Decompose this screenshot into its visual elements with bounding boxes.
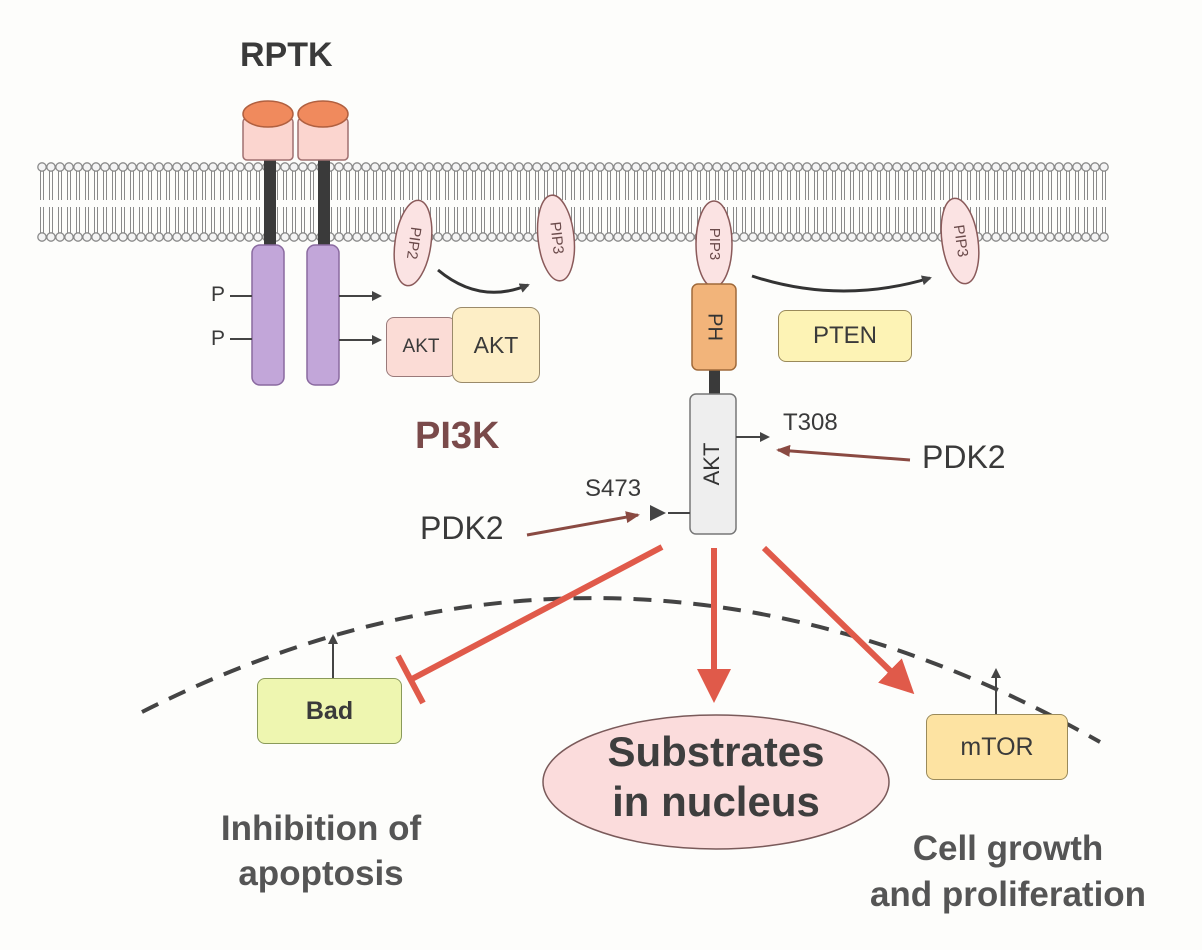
apoptosis-line-2: apoptosis: [238, 854, 404, 893]
pi3k-label: PI3K: [415, 415, 500, 457]
pi3k-subunit-regulatory: AKT: [386, 317, 456, 377]
pdk2-label-left: PDK2: [420, 510, 504, 546]
pip-label-4: PIP3: [950, 224, 971, 259]
pip-ellipse-4: [940, 197, 980, 285]
substrates-line-2: in nucleus: [612, 778, 820, 825]
substrates-line-1: Substrates: [607, 728, 825, 775]
apoptosis-line-1: Inhibition of: [220, 809, 422, 848]
akt-assembly: PH AKT: [650, 283, 770, 535]
pdk2-arrow-right: [776, 444, 911, 462]
apoptosis-outcome: Inhibition of apoptosis: [196, 806, 446, 896]
pdk2-label-right: PDK2: [922, 439, 1006, 475]
mtor-box: mTOR: [926, 714, 1068, 780]
pip-label-1: PIP2: [403, 226, 424, 261]
growth-outcome: Cell growth and proliferation: [848, 826, 1168, 918]
pdk2-arrow-left: [526, 511, 640, 537]
ph-domain-label: PH: [704, 313, 726, 341]
bad-box: Bad: [257, 678, 402, 744]
pip-label-2: PIP3: [546, 221, 566, 255]
nuclear-envelope: [141, 596, 1101, 744]
phospho-label-2: P: [211, 327, 226, 350]
inhibition-line-bad: [408, 544, 664, 683]
pip-group: PIP2 PIP3 PIP3 PIP3: [393, 194, 980, 288]
pip-conversion-arrow-2: [751, 274, 932, 293]
pip-conversion-arrow-1: [437, 268, 530, 294]
growth-line-1: Cell growth: [912, 829, 1104, 868]
pi3k-subunit-catalytic: AKT: [452, 307, 540, 383]
phospho-label-1: P: [211, 283, 226, 306]
akt-protein-label: AKT: [699, 443, 724, 486]
s473-site-label: S473: [585, 475, 642, 502]
substrates-label: Substrates in nucleus: [543, 727, 889, 827]
pten-box: PTEN: [778, 310, 912, 362]
rptk-title: RPTK: [240, 36, 333, 74]
pip-ellipse-2: [536, 194, 576, 282]
t308-site-label: T308: [783, 409, 838, 436]
pip-label-3: PIP3: [706, 228, 723, 261]
pip-ellipse-1: [393, 199, 433, 287]
growth-line-2: and proliferation: [869, 875, 1147, 914]
inhibition-bar: [395, 654, 426, 705]
arrow-to-mtor: [761, 545, 915, 695]
rptk-receptor: [230, 100, 382, 386]
substrates-ellipse: [542, 714, 890, 850]
